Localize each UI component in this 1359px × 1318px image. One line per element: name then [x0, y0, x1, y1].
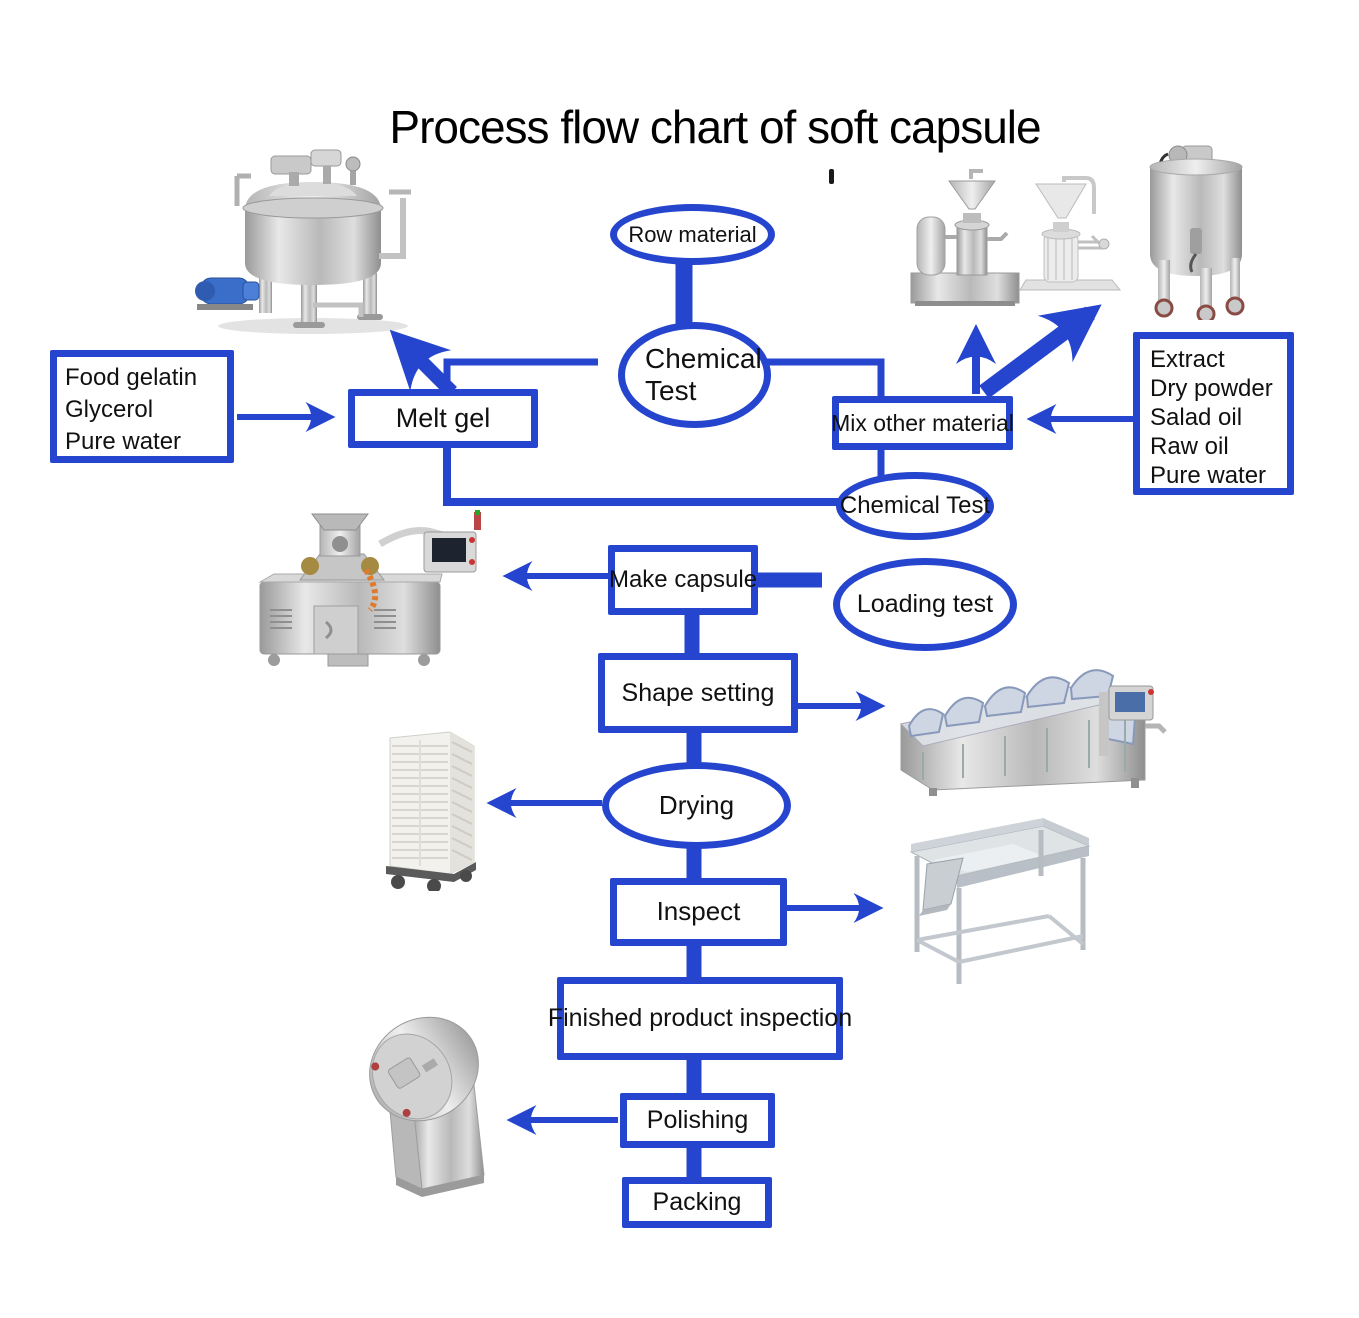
ingredient-pure-water-2: Pure water	[1150, 462, 1267, 490]
node-inspect: Inspect	[610, 878, 787, 946]
node-drying: Drying	[602, 762, 791, 849]
gelatin-melting-tank-image	[195, 149, 411, 334]
node-chemical-test-top: Chemical Test	[618, 322, 771, 428]
ingredient-salad-oil: Salad oil	[1150, 404, 1243, 432]
make-capsule-label: Make capsule	[608, 566, 758, 594]
colloid-mill-2-image	[1019, 176, 1122, 291]
node-shape-setting: Shape setting	[598, 653, 798, 733]
chemical-test-mid-label: Chemical Test	[839, 492, 991, 520]
node-loading-test: Loading test	[833, 558, 1017, 651]
connector-chemtest-meltgel	[443, 358, 598, 392]
ingredient-glycerol: Glycerol	[65, 395, 154, 423]
node-polishing: Polishing	[620, 1093, 775, 1148]
ingredient-food-gelatin: Food gelatin	[65, 364, 198, 391]
inspection-table-image	[909, 818, 1091, 984]
melt-gel-label: Melt gel	[395, 402, 491, 433]
ingredient-pure-water: Pure water	[65, 427, 182, 455]
node-make-capsule: Make capsule	[608, 545, 758, 615]
arrow-mix-to-storagetank	[979, 304, 1102, 399]
drying-trolley-image	[386, 731, 476, 891]
arrow-meltgel-to-tank	[389, 329, 457, 397]
polishing-machine-image	[369, 1016, 485, 1197]
colloid-mill-image	[910, 169, 1020, 306]
loading-test-label: Loading test	[856, 590, 994, 619]
packing-label: Packing	[652, 1188, 742, 1217]
node-chemical-test-mid: Chemical Test	[836, 472, 994, 540]
tumble-dryer-image	[899, 669, 1167, 796]
encapsulation-machine-image	[258, 510, 481, 667]
drying-label: Drying	[658, 789, 735, 820]
node-melt-gel: Melt gel	[348, 389, 538, 448]
row-material-label: Row material	[628, 221, 757, 247]
mix-other-material-label: Mix other material	[831, 409, 1014, 436]
polishing-label: Polishing	[646, 1106, 749, 1135]
node-right-ingredients: Extract Dry powder Salad oil Raw oil Pur…	[1133, 332, 1294, 495]
chemical-test-top-line2: Test	[645, 375, 697, 406]
ingredient-extract: Extract	[1150, 346, 1225, 373]
stray-apostrophe-mark	[829, 169, 834, 184]
inspect-label: Inspect	[656, 896, 741, 927]
node-left-ingredients: Food gelatin Glycerol Pure water	[50, 350, 234, 463]
node-packing: Packing	[622, 1177, 772, 1228]
node-row-material: Row material	[610, 204, 775, 265]
page-title: Process flow chart of soft capsule	[389, 101, 1041, 153]
storage-tank-image	[1149, 145, 1245, 320]
shape-setting-label: Shape setting	[621, 678, 775, 707]
node-finished-product-inspection: Finished product inspection	[548, 977, 852, 1060]
ingredient-raw-oil: Raw oil	[1150, 433, 1229, 461]
finished-product-inspection-label: Finished product inspection	[547, 1004, 853, 1033]
node-mix-other-material: Mix other material	[831, 396, 1014, 450]
connector-meltgel-chemtest2	[443, 446, 842, 506]
ingredient-dry-powder: Dry powder	[1150, 375, 1273, 403]
chemical-test-top-line1: Chemical	[645, 342, 762, 374]
